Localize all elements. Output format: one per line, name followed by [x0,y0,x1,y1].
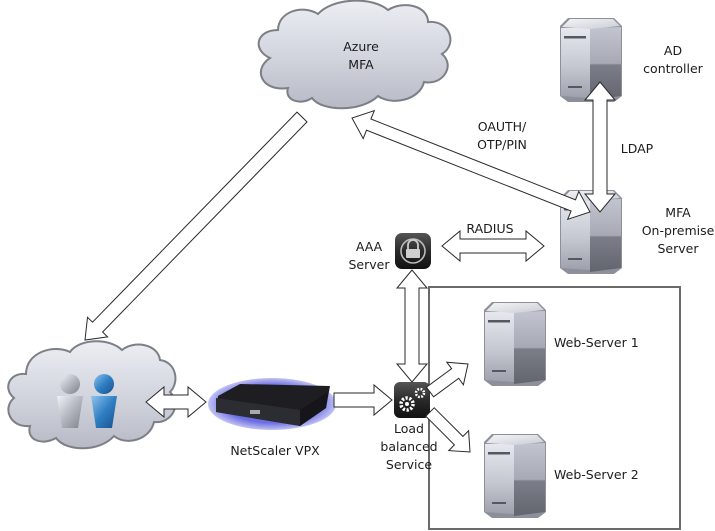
user-figure-icon [91,374,117,428]
ad-controller-server-icon [560,18,622,102]
arrow-load-balanced-to-web-server-2 [425,407,471,453]
label-line: Web-Server 1 [554,335,639,350]
label-line: LDAP [620,141,654,156]
oauth-edge-label: OAUTH/ OTP/PIN [462,118,542,154]
netscaler-label: NetScaler VPX [220,442,330,460]
radius-edge-label: RADIUS [460,220,520,238]
label-line: OTP/PIN [477,137,527,152]
web-server-1-label: Web-Server 1 [554,334,650,352]
label-line: balanced [380,439,438,454]
arrow-load-balanced-to-web-server-1 [425,361,469,398]
label-line: RADIUS [466,221,514,236]
label-line: MFA [665,205,691,220]
ldap-edge-label: LDAP [612,140,662,158]
label-line: NetScaler VPX [230,443,320,458]
label-line: Server [657,241,699,256]
netscaler-vpx-appliance-icon [208,378,336,430]
double-arrow-users-to-netscaler [145,385,207,419]
web-server-1-icon [484,302,546,386]
label-line: Service [385,457,433,472]
label-line: MFA [348,57,374,72]
web-server-2-icon [484,434,546,518]
label-line: On-premise [641,223,715,238]
label-line: OAUTH/ [477,119,527,134]
arrow-netscaler-to-load-balanced [333,383,393,417]
arrow-azure-mfa-to-users [84,111,308,341]
label-line: AD [663,43,683,58]
label-line: Load [394,421,424,436]
label-line: Azure [343,39,379,54]
mfa-onprem-label: MFA On-premise Server [640,204,715,258]
label-line: Web-Server 2 [554,467,639,482]
label-line: Server [348,257,390,272]
double-arrow-azure-mfa-to-mfa-onprem [351,109,591,221]
double-arrow-aaa-server-to-mfa-onprem [441,229,545,263]
load-balancer-gears-icon [394,382,430,418]
load-balanced-label: Load balanced Service [376,420,442,474]
azure-mfa-cloud-icon [257,0,452,110]
web-server-2-label: Web-Server 2 [554,466,650,484]
aaa-server-label: AAA Server [344,238,394,274]
double-arrow-aaa-server-to-load-balanced [395,269,429,383]
double-arrow-ad-controller-to-mfa-onprem [583,81,617,213]
connector-arrows [84,81,617,453]
users-cloud-icon [7,340,177,450]
label-line: AAA [355,239,383,254]
ad-controller-label: AD controller [636,42,710,78]
azure-mfa-label: Azure MFA [326,38,396,74]
server-farm-box [428,286,681,530]
user-figure-icon [57,374,83,428]
aaa-lock-icon [395,233,431,269]
label-line: controller [643,61,703,76]
